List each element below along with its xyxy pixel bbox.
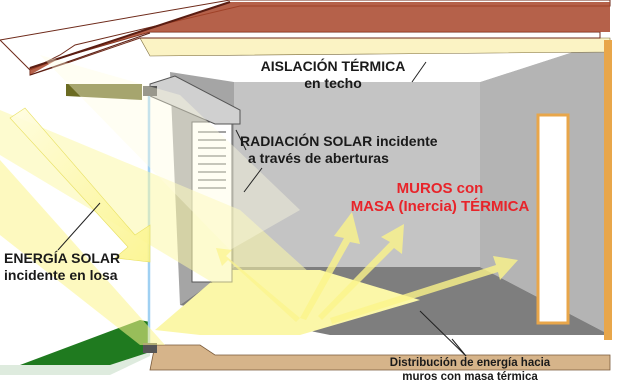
reflection-arrow-4 xyxy=(216,248,300,322)
label-thermal-walls: MUROS con MASA (Inercia) TÉRMICA xyxy=(350,180,530,215)
sunbeam-slab xyxy=(0,160,165,345)
reflection-arrow-3 xyxy=(330,256,518,324)
label-window-radiation: RADIACIÓN SOLAR incidente a través de ab… xyxy=(240,133,438,166)
door-frame xyxy=(536,113,570,325)
label-roof-insulation: AISLACIÓN TÉRMICA en techo xyxy=(260,58,406,91)
label-energy-distribution: Distribución de energía hacia muros con … xyxy=(389,357,551,383)
column-cap-bottom xyxy=(143,343,157,353)
sunbeam-upper xyxy=(40,55,300,250)
roof-overhang xyxy=(66,84,142,100)
grass-ground xyxy=(0,345,150,375)
pointer-window-2 xyxy=(243,167,263,193)
pointer-slab xyxy=(57,202,101,251)
pointer-distribution-2 xyxy=(419,310,467,357)
window-shutter xyxy=(198,131,226,189)
grass xyxy=(20,320,150,365)
foundation-slab xyxy=(149,344,611,371)
reflection-arrow-1 xyxy=(300,212,360,320)
back-wall xyxy=(234,82,480,267)
label-solar-slab: ENERGÍA SOLAR incidente en losa xyxy=(4,250,121,283)
right-wall-edge xyxy=(604,40,612,340)
reflection-arrow-2 xyxy=(318,224,404,320)
solar-arrow-slab xyxy=(9,107,151,263)
sunbeam-window xyxy=(0,110,340,335)
pointer-window xyxy=(235,129,247,151)
column-cap-top xyxy=(143,86,157,96)
pointer-insulation xyxy=(411,61,427,83)
